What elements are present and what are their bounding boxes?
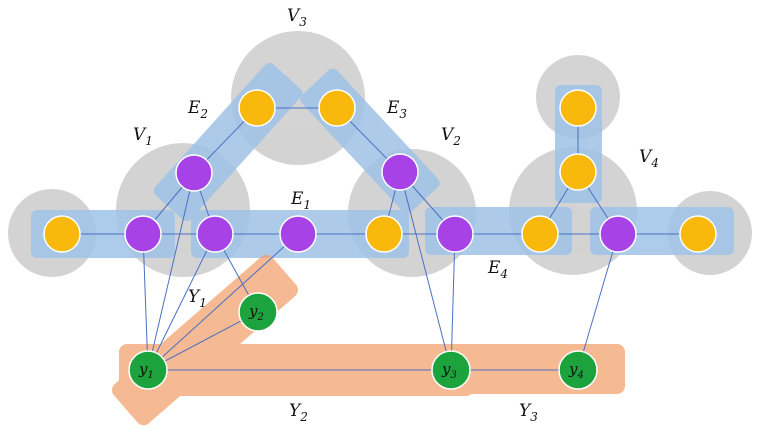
node-purple bbox=[124, 215, 162, 253]
green-nodes bbox=[128, 292, 598, 390]
node-label-y1: y1 bbox=[138, 360, 154, 381]
label-e1: E1 bbox=[290, 189, 311, 212]
node-y3 bbox=[431, 350, 471, 390]
label-e4: E4 bbox=[487, 258, 508, 281]
orange-hyperedges bbox=[111, 254, 625, 426]
node-label-y3: y3 bbox=[441, 360, 457, 381]
node-purple bbox=[279, 215, 317, 253]
node-yellow bbox=[559, 153, 597, 191]
node-purple bbox=[381, 153, 419, 191]
node-purple bbox=[436, 215, 474, 253]
label-v1: V1 bbox=[133, 125, 153, 148]
node-yellow bbox=[238, 89, 276, 127]
label-v2: V2 bbox=[441, 125, 461, 148]
node-yellow bbox=[43, 215, 81, 253]
label-v3: V3 bbox=[287, 6, 307, 29]
label-y1: Y1 bbox=[188, 287, 207, 310]
node-yellow bbox=[679, 215, 717, 253]
node-yellow bbox=[559, 89, 597, 127]
purple-nodes bbox=[124, 153, 637, 253]
node-purple bbox=[599, 215, 637, 253]
node-purple bbox=[196, 215, 234, 253]
label-v4: V4 bbox=[639, 147, 659, 170]
node-yellow bbox=[318, 89, 356, 127]
node-y1 bbox=[128, 350, 168, 390]
yellow-nodes bbox=[43, 89, 717, 253]
node-label-y2: y2 bbox=[248, 302, 264, 323]
node-yellow bbox=[365, 215, 403, 253]
node-label-y4: y4 bbox=[568, 360, 584, 381]
node-yellow bbox=[521, 215, 559, 253]
node-purple bbox=[175, 154, 213, 192]
label-e3: E3 bbox=[386, 98, 407, 121]
label-y2: Y2 bbox=[289, 401, 308, 424]
node-y2 bbox=[238, 292, 278, 332]
node-y4 bbox=[558, 350, 598, 390]
label-y3: Y3 bbox=[519, 401, 538, 424]
label-e2: E2 bbox=[187, 98, 208, 121]
